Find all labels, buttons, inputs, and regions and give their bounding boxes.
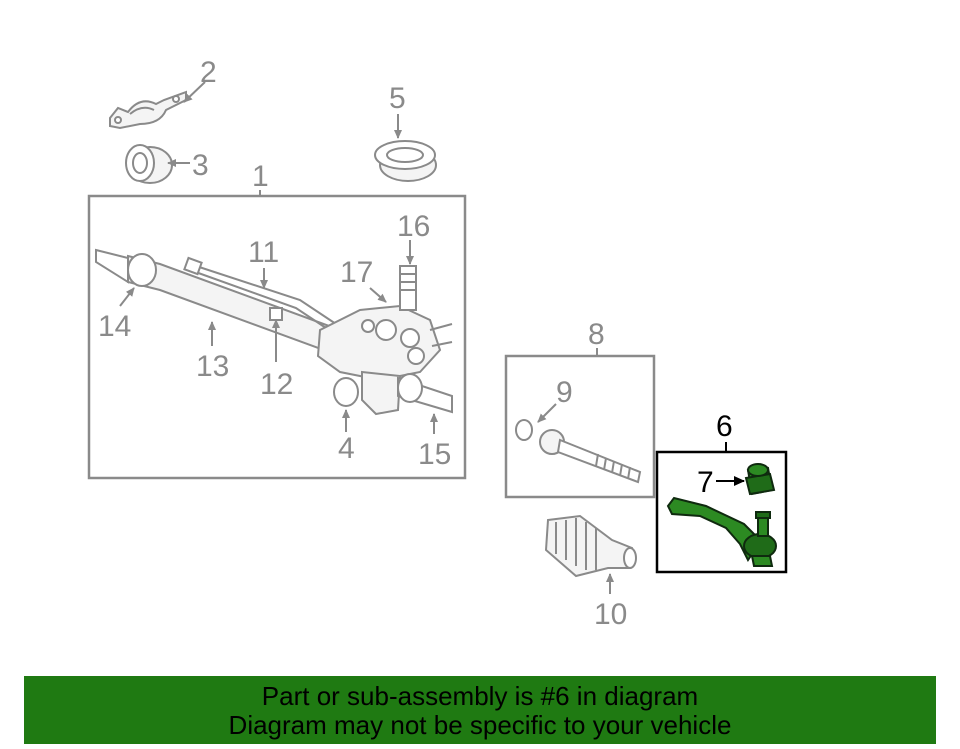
bushing-part[interactable] [125,144,173,184]
inner-tie-rod-box [504,354,656,499]
gear-assembly-box [87,194,467,480]
callout-13: 13 [196,350,229,383]
callout-9: 9 [556,376,573,409]
seal-part[interactable] [374,140,437,182]
callout-4: 4 [338,432,355,465]
callout-12: 12 [260,368,293,401]
callout-14: 14 [98,310,131,343]
callout-17: 17 [340,256,373,289]
callout-16: 16 [397,210,430,243]
castle-nut-part[interactable] [744,463,776,496]
outer-tie-rod-end-box [655,450,788,574]
callout-2: 2 [200,56,217,89]
steering-gear-part[interactable] [95,248,453,416]
callout-1: 1 [252,160,269,193]
callout-15: 15 [418,438,451,471]
outer-tie-rod-end-part[interactable] [666,496,777,567]
boot-part[interactable] [544,514,637,578]
callout-5: 5 [389,82,406,115]
banner-line-2: Diagram may not be specific to your vehi… [228,710,732,740]
banner-line-1: Part or sub-assembly is #6 in diagram [261,681,699,711]
mount-bracket-part[interactable] [109,90,187,130]
leader-2 [183,81,206,103]
leader-17 [369,287,387,303]
inner-tie-rod-part[interactable] [515,419,642,484]
callout-7: 7 [697,466,714,499]
callout-3: 3 [192,149,209,182]
leader-14 [119,287,135,307]
callout-8: 8 [588,318,605,351]
leader-9 [537,403,557,423]
callout-10: 10 [594,598,627,631]
callout-6: 6 [716,410,733,443]
info-banner: Part or sub-assembly is #6 in diagram Di… [24,676,936,744]
callout-11: 11 [248,236,279,269]
